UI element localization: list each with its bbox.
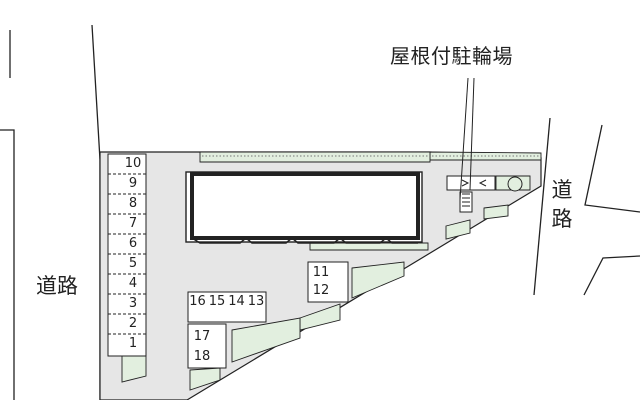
parking-slot-number: 4	[128, 276, 138, 291]
covered-bicycle-parking-label: 屋根付駐輪場	[390, 44, 513, 68]
parking-slot-number: 12	[312, 283, 330, 298]
road-edge-line	[584, 124, 640, 213]
parking-slot-number: 9	[128, 176, 138, 191]
planting-area	[231, 317, 301, 363]
parking-slot-number: 2	[128, 316, 138, 331]
parking-slot-number: 14	[228, 294, 245, 309]
planting-area	[309, 242, 429, 251]
parking-slot-number: 16	[189, 294, 206, 309]
parking-slot-number: 7	[128, 216, 138, 231]
callout-leaders	[459, 77, 475, 201]
planting-area	[445, 219, 471, 240]
bicycle-rack-lines	[462, 193, 470, 207]
parking-slot-number: 11	[312, 265, 330, 280]
planting-area	[483, 204, 509, 220]
planting-area	[199, 151, 431, 163]
parking-row-a-outline	[187, 291, 267, 323]
road-west-label: 道路	[36, 274, 78, 298]
bicycle-shed-roof	[446, 175, 496, 191]
tree	[507, 176, 523, 192]
parking-slot-number: 1	[128, 336, 138, 351]
road-edge-line	[533, 117, 551, 296]
road-edge-line	[0, 129, 15, 400]
road-edge-line	[583, 255, 640, 296]
road-edge-line	[91, 24, 101, 400]
shed-marks	[461, 179, 487, 187]
parking-slot-number: 17	[193, 329, 211, 344]
parking-slot-number: 13	[247, 294, 265, 309]
callout-leader	[459, 77, 469, 201]
callout-leader	[469, 77, 475, 191]
building	[185, 171, 423, 244]
parking-slot-number: 3	[128, 296, 138, 311]
parking-row-b-outline	[187, 323, 227, 369]
parking-outlines	[107, 153, 349, 369]
parking-slot-number: 6	[128, 236, 138, 251]
parking-row-c-outline	[307, 261, 349, 303]
parking-slot-number: 10	[124, 156, 142, 171]
road-east-label: 道路	[551, 178, 573, 231]
parking-slot-number: 15	[208, 294, 226, 309]
building-footprint	[190, 172, 420, 240]
parking-slot-number: 18	[193, 349, 211, 364]
parking-slot-number: 8	[128, 196, 138, 211]
planting-area	[351, 261, 405, 299]
parking-slot-number: 5	[128, 256, 138, 271]
building-balcony-edge	[191, 237, 418, 244]
bicycle-shed	[446, 175, 523, 213]
parking-column-outline	[107, 153, 147, 357]
planting-area	[189, 367, 221, 391]
